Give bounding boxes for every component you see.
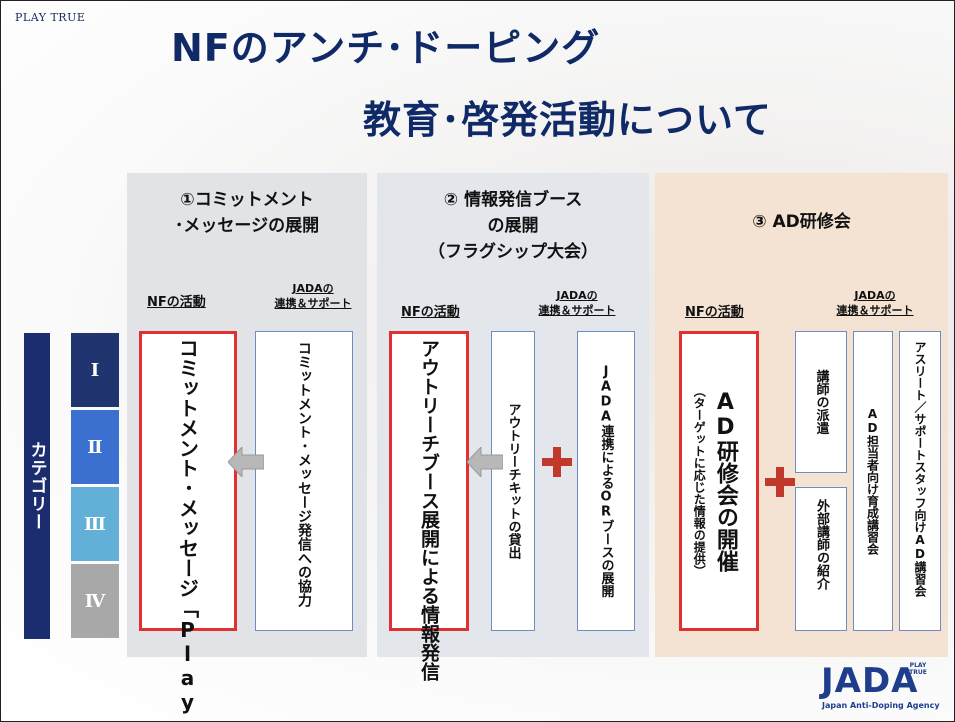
panel1-heading: ①コミットメント ･メッセージの展開 bbox=[174, 190, 320, 236]
play-true-logo: PLAY TRUE bbox=[15, 11, 86, 24]
category-1: Ⅰ bbox=[71, 333, 119, 407]
panel3-nf-box: AD研修会の開催 （ターゲットに応じた情報の提供） bbox=[679, 331, 759, 631]
panel-ad-seminar: ③ AD研修会 NFの活動 JADAの 連携＆サポート AD研修会の開催 （ター… bbox=[655, 173, 948, 657]
panel2-nf-box: アウトリーチブース展開による情報発信 bbox=[389, 331, 469, 681]
panel3-jada-text4: アスリート／サポートスタッフ向けAD講習会 bbox=[913, 341, 927, 597]
panel2-heading: ② 情報発信ブース の展開 （フラグシップ大会） bbox=[428, 190, 598, 262]
panel1-jada-box: コミットメント･メッセージ発信への協力 bbox=[255, 331, 353, 631]
panel3-heading: ③ AD研修会 bbox=[752, 212, 851, 232]
panel1-nf-label: NFの活動 bbox=[147, 295, 206, 310]
panel3-jada-text1: 講師の派遣 bbox=[813, 369, 829, 435]
jada-logo: JADA PLAY TRUE Japan Anti-Doping Agency bbox=[819, 659, 947, 715]
panel2-nf-text: アウトリーチブース展開による情報発信 bbox=[418, 339, 440, 681]
panel3-jada-box4: アスリート／サポートスタッフ向けAD講習会 bbox=[899, 331, 941, 631]
category-bar: カテゴリー bbox=[24, 333, 50, 639]
panel3-jada-box3: AD担当者向け育成講習会 bbox=[853, 331, 893, 631]
category-2: Ⅱ bbox=[71, 410, 119, 484]
plus-icon bbox=[542, 447, 572, 477]
jada-logo-subtitle: Japan Anti-Doping Agency bbox=[822, 701, 940, 710]
panel3-jada-box1: 講師の派遣 bbox=[795, 331, 847, 473]
panel3-nf-label: NFの活動 bbox=[685, 305, 744, 320]
panel1-nf-box: コミットメント･メッセージ「Play True」の展開 bbox=[139, 331, 237, 722]
panel3-jada-text3: AD担当者向け育成講習会 bbox=[865, 407, 880, 555]
panel1-jada-text: コミットメント･メッセージ発信への協力 bbox=[296, 341, 312, 607]
panel3-jada-label: JADAの 連携＆サポート bbox=[836, 289, 914, 317]
panel1-jada-label: JADAの 連携＆サポート bbox=[274, 282, 352, 310]
category-3: Ⅲ bbox=[71, 487, 119, 561]
category-4: Ⅳ bbox=[71, 564, 119, 638]
panel2-nf-label: NFの活動 bbox=[401, 305, 460, 320]
arrow-left-icon bbox=[467, 447, 503, 477]
category-label: カテゴリー bbox=[26, 441, 47, 531]
panel-commitment-message: ①コミットメント ･メッセージの展開 NFの活動 JADAの 連携＆サポート コ… bbox=[127, 173, 367, 722]
panel2-jada-text2: JADA連携によるORブースの展開 bbox=[598, 364, 614, 598]
arrow-left-icon bbox=[228, 447, 264, 477]
jada-logo-badge: PLAY TRUE bbox=[909, 662, 927, 676]
page-title-line1: NFのアンチ･ドーピング bbox=[171, 26, 601, 70]
page-title-line2: 教育･啓発活動について bbox=[363, 98, 772, 142]
panel3-nf-main: AD研修会の開催 bbox=[712, 390, 738, 572]
panel3-jada-box2: 外部講師の紹介 bbox=[795, 487, 847, 631]
panel2-jada-label: JADAの 連携＆サポート bbox=[538, 289, 616, 317]
plus-icon bbox=[765, 467, 795, 497]
panel3-nf-sub: （ターゲットに応じた情報の提供） bbox=[692, 385, 707, 577]
panel1-nf-text: コミットメント･メッセージ「Play True」の展開 bbox=[175, 338, 200, 722]
panel2-jada-text1: アウトリーチキットの貸出 bbox=[505, 403, 521, 559]
panel2-jada-box1: アウトリーチキットの貸出 bbox=[491, 331, 535, 631]
panel2-jada-box2: JADA連携によるORブースの展開 bbox=[577, 331, 635, 631]
panel3-jada-text2: 外部講師の紹介 bbox=[814, 499, 829, 590]
panel-info-booth: ② 情報発信ブース の展開 （フラグシップ大会） NFの活動 JADAの 連携＆… bbox=[377, 173, 649, 681]
jada-logo-word: JADA bbox=[821, 661, 919, 701]
